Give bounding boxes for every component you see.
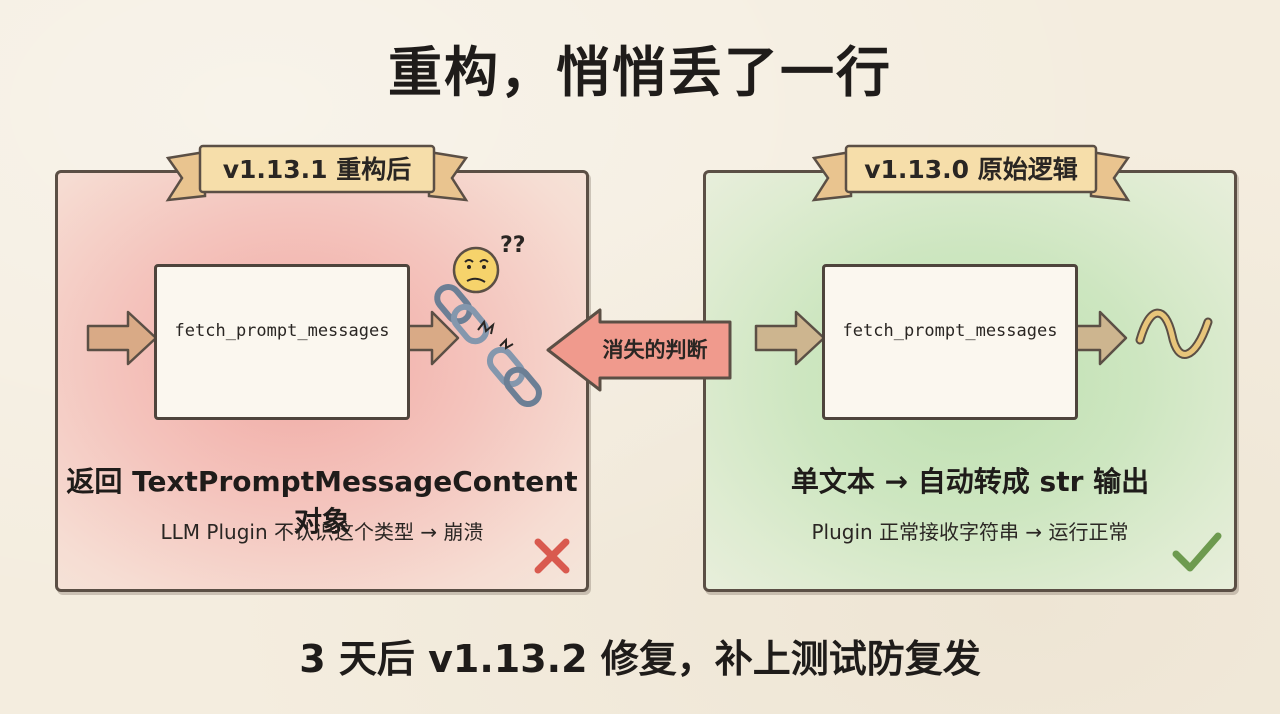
right-output-arrow — [1072, 310, 1128, 366]
string-squiggle-icon — [1135, 308, 1213, 359]
confused-face-icon — [452, 246, 500, 294]
right-function-box: fetch_prompt_messages — [822, 264, 1078, 420]
right-banner-label: v1.13.0 原始逻辑 — [864, 155, 1078, 184]
question-marks: ?? — [500, 233, 526, 258]
left-banner-label: v1.13.1 重构后 — [222, 155, 412, 184]
left-input-arrow — [86, 310, 158, 366]
missing-check-label: 消失的判断 — [602, 338, 708, 362]
page-title: 重构，悄悄丢了一行 — [388, 41, 892, 104]
left-output-arrow — [404, 310, 460, 366]
missing-check-arrow — [546, 308, 732, 392]
left-panel-subtext: LLM Plugin 不认识这个类型 → 崩溃 — [160, 520, 484, 544]
left-function-label: fetch_prompt_messages — [174, 321, 390, 341]
right-input-arrow — [754, 310, 826, 366]
broken-chain-icon — [434, 284, 542, 408]
left-panel-heading: 返回 TextPromptMessageContent 对象 — [66, 465, 578, 538]
left-function-box: fetch_prompt_messages — [154, 264, 410, 420]
success-check-icon — [1172, 532, 1222, 572]
right-panel-heading: 单文本 → 自动转成 str 输出 — [790, 465, 1150, 498]
right-panel-subtext: Plugin 正常接收字符串 → 运行正常 — [811, 520, 1129, 544]
error-x-icon — [534, 538, 570, 574]
footer-note: 3 天后 v1.13.2 修复，补上测试防复发 — [299, 637, 981, 681]
right-function-label: fetch_prompt_messages — [842, 321, 1058, 341]
left-banner-ribbon — [165, 144, 469, 202]
right-banner-ribbon — [811, 144, 1131, 202]
